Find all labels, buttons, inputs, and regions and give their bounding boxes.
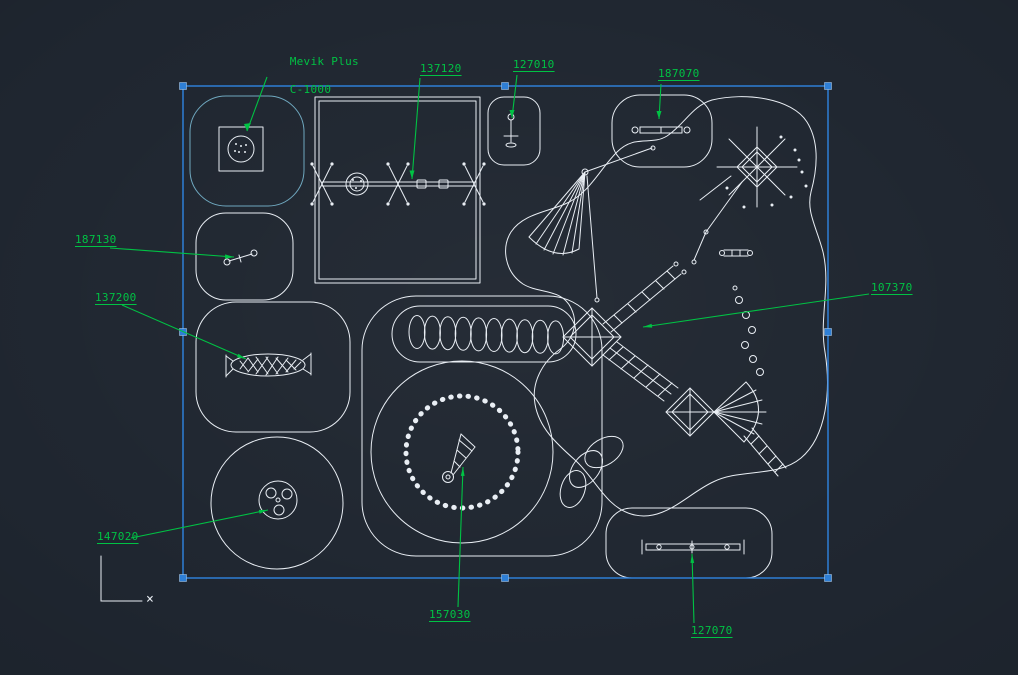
annotation-157030[interactable]: 157030: [429, 608, 471, 621]
bench-drawing[interactable]: [631, 126, 691, 134]
annotation-mevik-plus[interactable]: Mevik Plus C-1000: [262, 41, 359, 111]
hammock-net-drawing[interactable]: [225, 352, 312, 378]
annotation-arrowheads: [225, 110, 695, 563]
annotation-147020[interactable]: 147020: [97, 530, 139, 543]
annotation-187130[interactable]: 187130: [75, 233, 117, 246]
annotation-mevik-line2: C-1000: [289, 83, 332, 96]
swing-set-drawing[interactable]: [312, 165, 484, 203]
ucs-icon: [100, 555, 143, 602]
shuttle-cone-drawing[interactable]: [442, 433, 476, 483]
annotation-127010[interactable]: 127010: [513, 58, 555, 71]
scatter-dots: [725, 135, 808, 209]
selection-rectangle[interactable]: [182, 85, 829, 579]
annotation-107370[interactable]: 107370: [871, 281, 913, 294]
annotation-leaders: [109, 74, 870, 624]
carousel-drawing[interactable]: [258, 480, 298, 520]
spring-rider-drawing[interactable]: [503, 113, 519, 148]
site-region-outlines[interactable]: [195, 94, 828, 579]
annotation-127070[interactable]: 127070: [691, 624, 733, 637]
mevik-spinner-drawing[interactable]: [189, 95, 305, 207]
crawl-tube-drawing[interactable]: [408, 315, 565, 355]
annotation-187070[interactable]: 187070: [658, 67, 700, 80]
stepping-pods-drawing[interactable]: [732, 285, 764, 376]
balance-beam-drawing[interactable]: [641, 539, 745, 555]
spider-tower-drawing[interactable]: [691, 126, 798, 265]
spring-toy-drawing[interactable]: [223, 249, 258, 266]
annotation-137200[interactable]: 137200: [95, 291, 137, 304]
annotation-mevik-line1: Mevik Plus: [289, 55, 359, 68]
annotation-137120[interactable]: 137120: [420, 62, 462, 75]
climbing-structure-drawing[interactable]: [528, 145, 787, 511]
ucs-x-marker: ×: [146, 592, 154, 607]
swing-set-feet: [310, 162, 486, 206]
selection-grips[interactable]: [179, 82, 832, 582]
mevik-spinner-texture: [234, 143, 247, 153]
